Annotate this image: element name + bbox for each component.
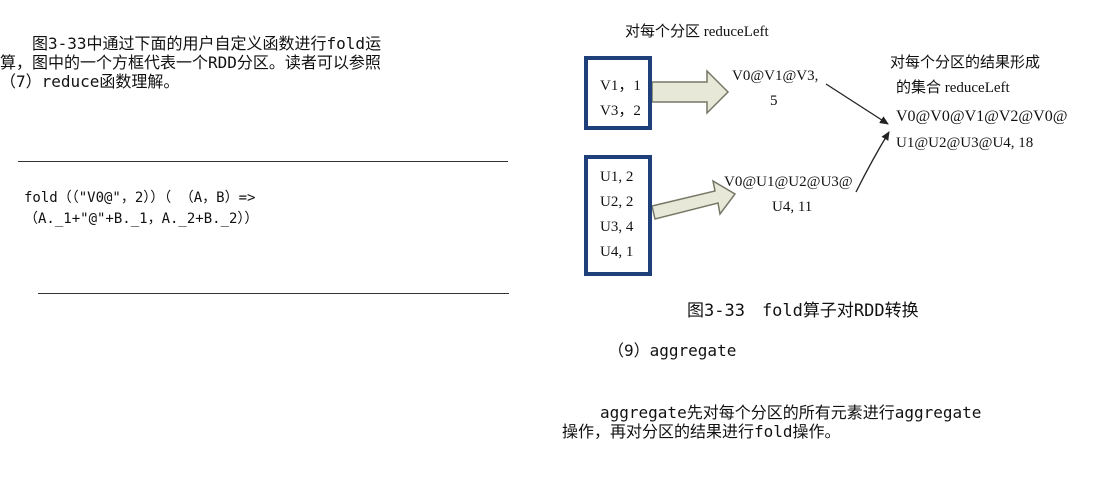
partition-2-item-2: U2, 2	[600, 194, 634, 210]
line-arrow-result-2	[855, 131, 890, 193]
partition-2-item-4: U4, 1	[600, 244, 634, 260]
partition-2-item-1: U1, 2	[600, 169, 634, 185]
aggregate-line-1: aggregate先对每个分区的所有元素进行aggregate	[600, 403, 982, 422]
partition-2-result-line-1: V0@U1@U2@U3@	[724, 174, 853, 190]
partition-1-result-line-2: 5	[770, 93, 778, 109]
aggregate-paragraph: aggregate先对每个分区的所有元素进行aggregate 操作，再对分区的…	[562, 403, 981, 441]
block-arrow-partition-2	[651, 179, 737, 220]
code-bottom-rule	[38, 293, 509, 294]
intro-line-3: （7）reduce函数理解。	[0, 72, 180, 91]
collection-label-line-1: 对每个分区的结果形成	[890, 55, 1041, 71]
final-result-line-1: V0@V0@V1@V2@V0@	[896, 108, 1068, 125]
partition-1-result-line-1: V0@V1@V3,	[732, 68, 819, 84]
figure-caption: 图3-33 fold算子对RDD转换	[687, 301, 919, 321]
final-result-line-2: U1@U2@U3@U4, 18	[896, 135, 1034, 151]
partition-1-item-2: V3，2	[600, 103, 641, 119]
partition-box-2: U1, 2 U2, 2 U3, 4 U4, 1	[584, 155, 652, 276]
intro-line-1: 图3-33中通过下面的用户自定义函数进行fold运	[32, 34, 382, 53]
code-line-2: （A._1+"@"+B._1，A._2+B._2））	[24, 211, 259, 227]
diagram-top-label: 对每个分区 reduceLeft	[625, 24, 769, 40]
block-arrow-partition-1	[651, 69, 730, 115]
partition-2-item-3: U3, 4	[600, 219, 634, 235]
intro-paragraph: 图3-33中通过下面的用户自定义函数进行fold运 算，图中的一个方框代表一个R…	[0, 34, 381, 91]
line-arrow-result-1	[825, 83, 889, 125]
code-line-1: fold（（"V0@"，2））（ （A，B）=>	[24, 190, 256, 206]
partition-2-result-line-2: U4, 11	[772, 199, 813, 215]
code-block: fold（（"V0@"，2））（ （A，B）=> （A._1+"@"+B._1，…	[24, 188, 258, 230]
collection-label-line-2: 的集合 reduceLeft	[896, 80, 1010, 96]
aggregate-line-2: 操作，再对分区的结果进行fold操作。	[562, 422, 841, 441]
partition-box-1: V1，1 V3，2	[584, 56, 652, 130]
intro-line-2: 算，图中的一个方框代表一个RDD分区。读者可以参照	[0, 53, 381, 72]
section-heading: （9）aggregate	[608, 341, 737, 360]
partition-1-item-1: V1，1	[600, 78, 641, 94]
code-top-rule	[18, 161, 508, 162]
